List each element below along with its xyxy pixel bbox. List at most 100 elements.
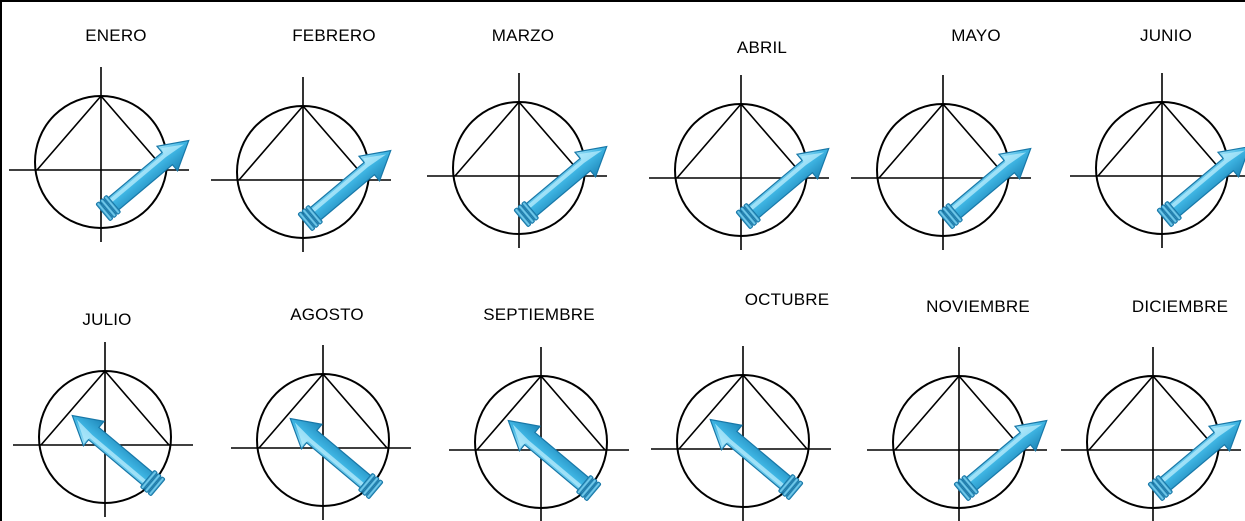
month-label-marzo: MARZO — [491, 26, 555, 45]
arrow-tail-ring — [1160, 204, 1178, 224]
month-panel-junio — [1070, 73, 1245, 248]
month-panel-enero — [9, 67, 190, 242]
arrow-tail-ring — [584, 481, 602, 501]
arrow-tail-ring — [144, 473, 162, 493]
arrow-body — [524, 145, 608, 218]
month-label-julio: JULIO — [82, 310, 132, 329]
arrow-tail-ring — [1151, 478, 1169, 498]
arrow-tail-ring — [739, 206, 757, 226]
month-panel-septiembre — [449, 347, 629, 521]
arrow-tail-ring — [1164, 201, 1182, 221]
month-panel-febrero — [211, 77, 392, 252]
arrow-tail-ring — [103, 195, 121, 215]
arrow-tail-ring — [99, 198, 117, 218]
arrow-highlight — [294, 422, 365, 487]
arrow-highlight — [76, 419, 147, 484]
arrow-tail-ring — [743, 203, 761, 223]
month-label-octubre: OCTUBRE — [744, 290, 830, 309]
arrow-highlight — [967, 424, 1043, 483]
month-panel-mayo — [851, 75, 1032, 250]
arrow-tail-ring — [1156, 207, 1174, 227]
direction-arrow-northeast — [1147, 419, 1242, 501]
arrow-highlight — [951, 152, 1027, 211]
month-panel-julio — [13, 342, 193, 517]
month-label-enero: ENERO — [85, 26, 147, 45]
arrow-body — [709, 418, 793, 491]
month-panel-diciembre — [1061, 347, 1242, 521]
arrow-highlight — [512, 424, 583, 489]
arrow-tail-ring — [95, 201, 113, 221]
arrow-tail-ring — [148, 476, 166, 496]
month-panel-agosto — [231, 345, 411, 520]
compass-triangle — [476, 375, 606, 451]
month-panel-marzo — [427, 73, 608, 248]
arrow-highlight — [109, 144, 185, 203]
arrow-tail-ring — [786, 480, 804, 500]
arrow-body — [964, 419, 1048, 492]
direction-arrow-northeast — [95, 139, 190, 221]
direction-arrow-northeast — [735, 147, 830, 229]
compass-triangle — [36, 95, 166, 171]
arrow-tail-ring — [362, 476, 380, 496]
direction-arrow-northwest — [71, 414, 166, 496]
arrow-body — [507, 419, 591, 492]
direction-arrow-northeast — [297, 149, 392, 231]
compass-triangle — [258, 373, 388, 449]
direction-arrow-northeast — [1156, 145, 1245, 227]
arrow-tail-ring — [521, 201, 539, 221]
arrow-highlight — [311, 154, 387, 213]
arrow-tail-ring — [941, 206, 959, 226]
compass-triangle — [1088, 375, 1218, 451]
arrow-body — [1167, 145, 1245, 218]
arrow-tail-ring — [513, 207, 531, 227]
compass-triangle — [878, 103, 1008, 179]
arrow-tail-ring — [782, 477, 800, 497]
compass-triangle — [1097, 101, 1227, 177]
arrow-highlight — [714, 423, 785, 488]
month-label-agosto: AGOSTO — [290, 305, 364, 324]
arrow-body — [746, 147, 830, 220]
arrow-body — [71, 414, 155, 487]
month-panel-abril — [649, 75, 830, 250]
arrow-tail-ring — [1147, 481, 1165, 501]
compass-triangle — [454, 101, 584, 177]
arrow-tail-ring — [961, 475, 979, 495]
month-label-noviembre: NOVIEMBRE — [926, 297, 1030, 316]
month-label-diciembre: DICIEMBRE — [1131, 297, 1229, 316]
direction-arrow-northwest — [709, 418, 804, 500]
arrow-tail-ring — [937, 209, 955, 229]
month-label-septiembre: SEPTIEMBRE — [483, 305, 595, 324]
month-label-mayo: MAYO — [951, 26, 1001, 45]
arrow-body — [308, 149, 392, 222]
arrow-tail-ring — [301, 208, 319, 228]
direction-arrow-northeast — [513, 145, 608, 227]
arrow-tail-ring — [576, 475, 594, 495]
arrow-tail-ring — [1155, 475, 1173, 495]
month-panel-noviembre — [867, 347, 1048, 521]
arrow-tail-ring — [957, 478, 975, 498]
arrow-highlight — [1170, 150, 1245, 209]
compass-triangle — [238, 105, 368, 181]
month-panel-octubre — [651, 346, 831, 521]
arrow-body — [948, 147, 1032, 220]
month-label-abril: ABRIL — [736, 38, 788, 57]
arrow-tail-ring — [778, 474, 796, 494]
arrow-tail-ring — [953, 481, 971, 501]
arrow-tail-ring — [297, 211, 315, 231]
arrow-tail-ring — [735, 209, 753, 229]
arrow-tail-ring — [140, 470, 158, 490]
direction-arrow-northeast — [937, 147, 1032, 229]
arrow-tail-ring — [580, 478, 598, 498]
arrow-tail-ring — [305, 205, 323, 225]
arrow-body — [289, 417, 373, 490]
arrow-body — [1158, 419, 1242, 492]
month-label-febrero: FEBRERO — [292, 26, 376, 45]
arrow-tail-ring — [517, 204, 535, 224]
compass-triangle — [40, 370, 170, 446]
arrow-highlight — [527, 150, 603, 209]
compass-triangle — [676, 103, 806, 179]
direction-arrow-northwest — [289, 417, 384, 499]
arrow-tail-ring — [945, 203, 963, 223]
